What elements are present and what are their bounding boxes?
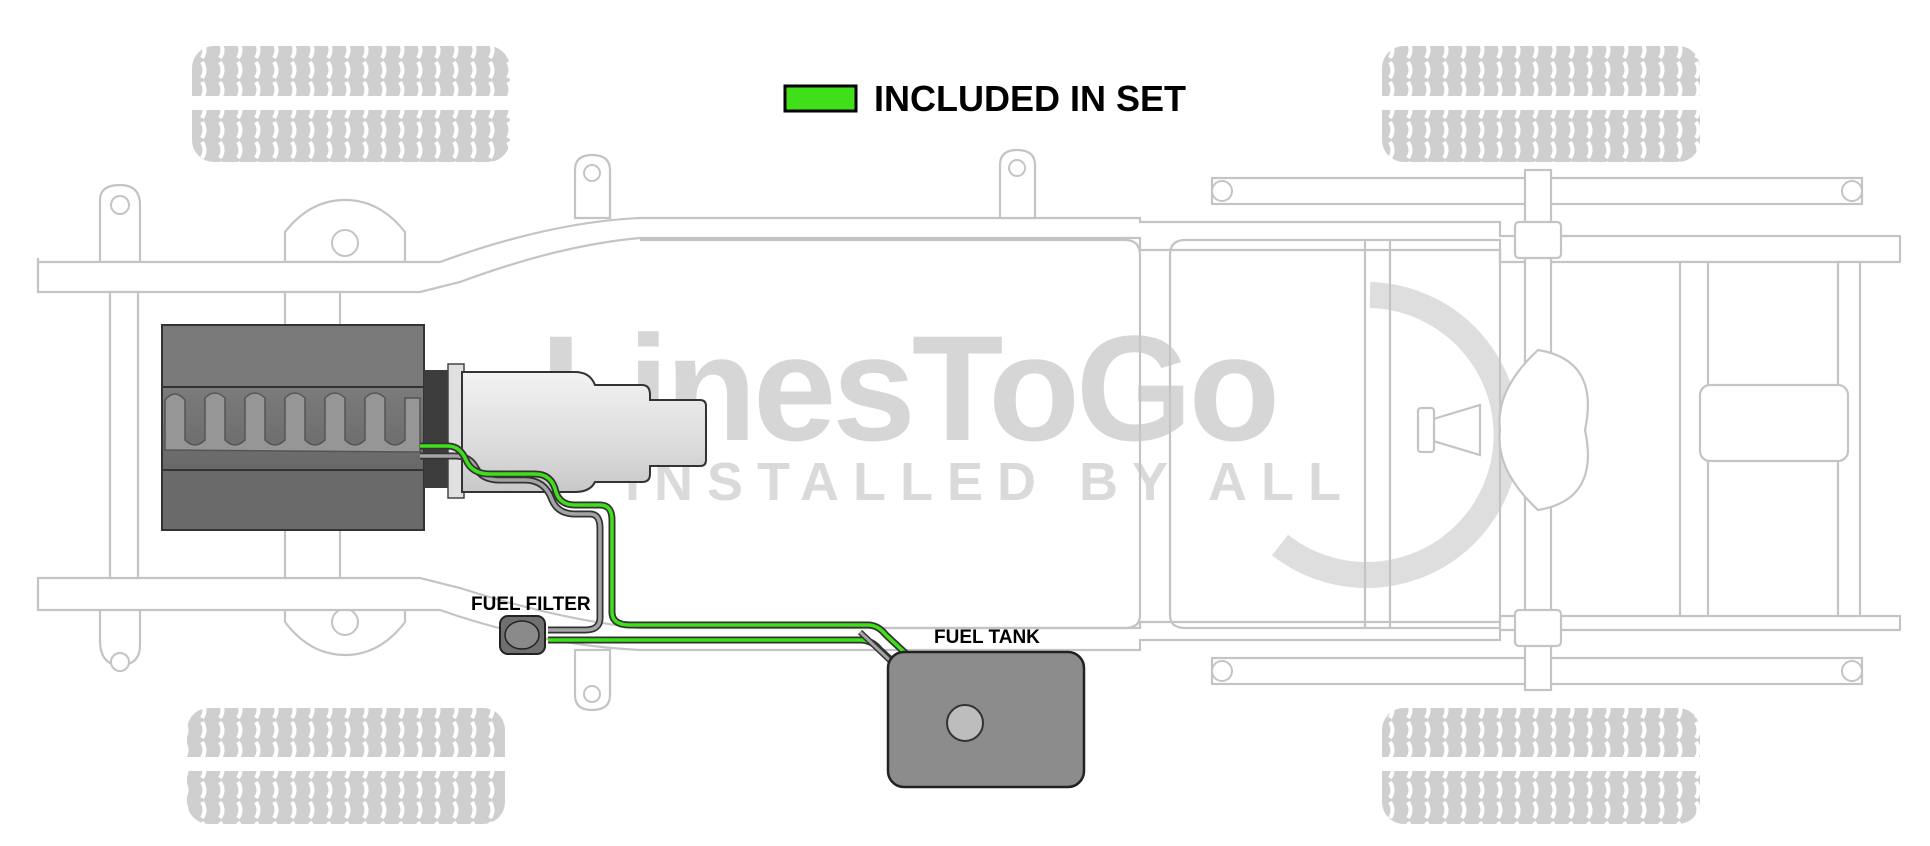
tire-rear-left	[1382, 46, 1700, 162]
tire-front-left	[192, 46, 510, 162]
frame-bed-front	[640, 238, 1142, 630]
legend-swatch	[783, 84, 858, 113]
watermark-tagline: INSTALLED BY ALL	[625, 452, 1355, 512]
fuel-lines	[420, 442, 978, 731]
transmission-icon	[447, 363, 707, 499]
frame-mount-front-left	[98, 183, 142, 264]
engine-icon	[161, 324, 448, 531]
legend: INCLUDED IN SET	[783, 78, 1186, 119]
legend-label: INCLUDED IN SET	[874, 78, 1186, 119]
supply-line	[420, 444, 977, 720]
tire-rear-right	[1382, 708, 1700, 824]
frame-spare-mount	[1698, 383, 1850, 463]
frame-crossmember-1	[108, 290, 140, 580]
watermark-swoosh-icon	[1271, 282, 1520, 588]
rear-axle-icon	[1416, 168, 1590, 692]
frame-bed-rear	[1168, 238, 1502, 630]
fuel-tank-label: FUEL TANK	[934, 627, 1040, 648]
fuel-filter-icon	[499, 615, 546, 655]
frame-rail-upper	[36, 216, 1902, 294]
fuel-tank-icon	[886, 650, 1086, 789]
fuel-filter-label: FUEL FILTER	[471, 594, 591, 615]
tire-front-right	[187, 708, 505, 824]
